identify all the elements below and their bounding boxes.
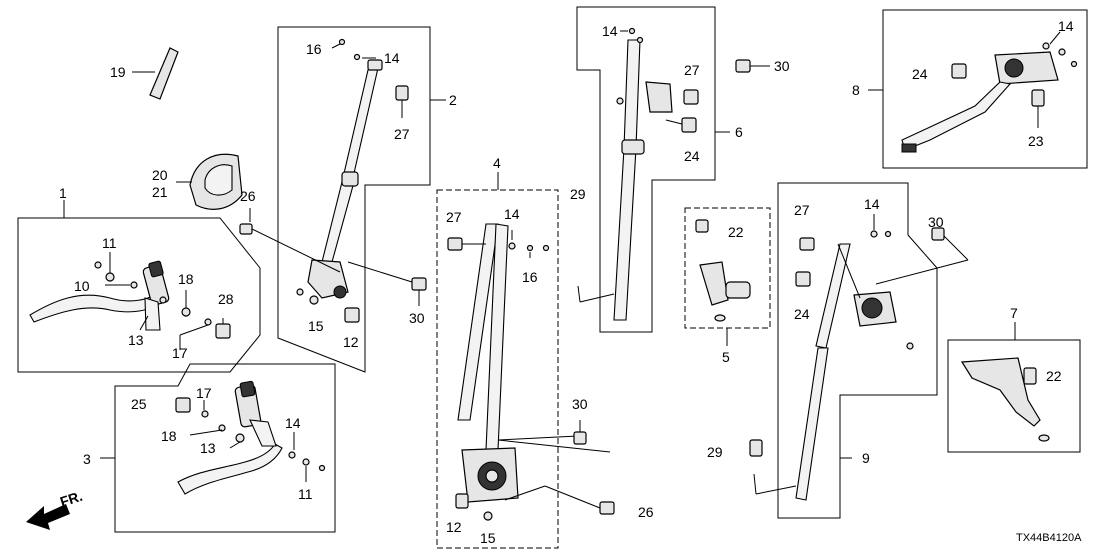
callout-1: 1 [59,185,67,201]
callout-14f: 14 [285,415,301,431]
callout-15b: 15 [480,530,496,546]
callout-14b: 14 [602,23,618,39]
group-8-retractor [868,9,1088,169]
callout-13b: 13 [200,440,216,456]
callout-14e: 14 [864,196,880,212]
front-direction-label: FR. [58,488,84,510]
callout-14d: 14 [504,206,520,222]
group-7-bracket [947,322,1081,453]
callout-9: 9 [862,450,870,466]
group-6-rear-seatbelt [576,6,770,333]
callout-26b: 26 [638,504,654,520]
group-3-rear-buckle [100,363,336,533]
callout-13a: 13 [128,332,144,348]
callout-23: 23 [1028,133,1044,149]
group-1-front-buckle [17,200,261,373]
callout-15a: 15 [308,318,324,334]
callout-16b: 16 [522,269,538,285]
callout-11b: 11 [298,486,313,502]
callout-12b: 12 [446,519,462,535]
part-20-21-cover [176,153,243,210]
callout-20: 20 [152,167,168,183]
group-2-front-seatbelt [239,26,446,373]
callout-14a: 14 [384,50,400,66]
callout-30a: 30 [774,58,790,74]
callout-27a: 27 [394,126,410,142]
callout-30c: 30 [572,396,588,412]
group-4-center-seatbelt [436,172,615,549]
part-19-trim [132,47,179,100]
callout-30b: 30 [409,310,425,326]
drawing-code: TX44B4120A [1016,532,1082,544]
callout-29a: 29 [570,186,586,202]
callout-2: 2 [449,92,457,108]
callout-17b: 17 [196,385,212,401]
front-direction-arrow [26,504,70,530]
callout-24a: 24 [912,66,928,82]
callout-25: 25 [131,396,147,412]
callout-3: 3 [83,451,91,467]
callout-labels: 1 2 3 4 5 6 7 8 9 10 11 11 12 12 13 13 1… [59,18,1074,546]
callout-24b: 24 [684,148,700,164]
callout-30d: 30 [928,214,944,230]
callout-22a: 22 [728,224,744,240]
callout-29b: 29 [707,444,723,460]
callout-21: 21 [152,184,168,200]
callout-26a: 26 [240,188,256,204]
callout-8: 8 [852,82,860,98]
callout-17a: 17 [172,345,188,361]
callout-27b: 27 [446,209,462,225]
callout-18b: 18 [161,428,177,444]
group-9-rear-seatbelt [749,182,969,519]
callout-7: 7 [1010,305,1018,321]
group-5-buckle [684,207,771,346]
callout-16a: 16 [306,41,322,57]
callout-5: 5 [722,349,730,365]
callout-11a: 11 [102,235,117,251]
callout-28: 28 [218,291,234,307]
callout-18a: 18 [178,271,194,287]
callout-22b: 22 [1046,368,1062,384]
callout-10: 10 [74,278,90,294]
callout-27c: 27 [684,62,700,78]
callout-24c: 24 [794,306,810,322]
callout-6: 6 [735,124,743,140]
callout-27d: 27 [794,202,810,218]
callout-12a: 12 [343,334,359,350]
callout-4: 4 [493,155,501,171]
callout-14c: 14 [1058,18,1074,34]
callout-19: 19 [110,64,126,80]
